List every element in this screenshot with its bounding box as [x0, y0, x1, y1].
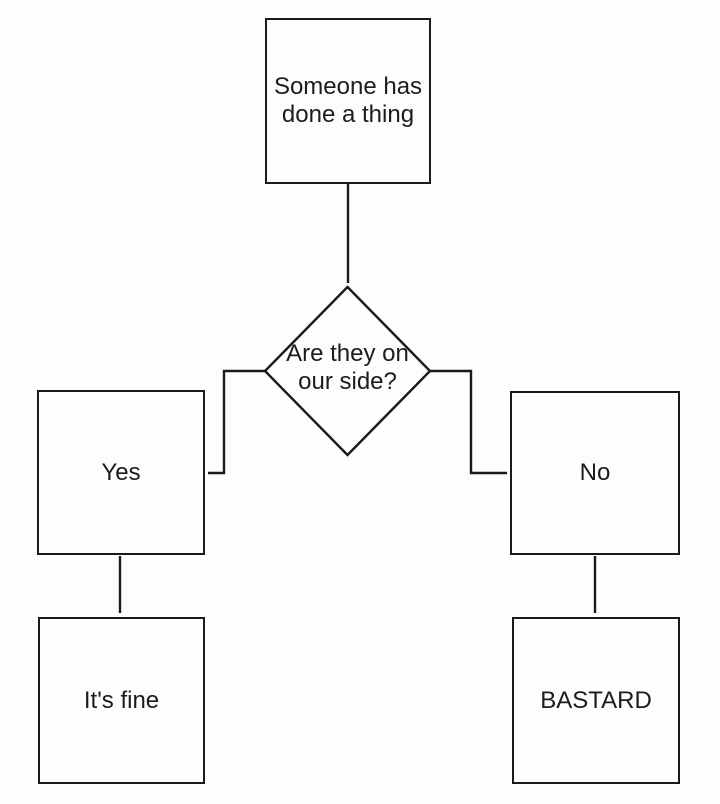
node-start: Someone has done a thing: [265, 18, 431, 184]
node-yes: Yes: [37, 390, 205, 555]
node-no-label: No: [579, 459, 611, 486]
decision-diamond-shape: [263, 285, 432, 457]
connector-decision-to-yes: [208, 369, 265, 475]
node-yes-label: Yes: [101, 458, 141, 486]
node-bastard-label: BASTARD: [540, 686, 652, 714]
node-bastard: BASTARD: [512, 617, 680, 784]
node-its-fine-label: It's fine: [83, 686, 160, 714]
connector-decision-to-no: [430, 369, 507, 475]
node-start-label: Someone has done a thing: [273, 73, 423, 128]
node-its-fine: It's fine: [38, 617, 205, 784]
node-decision-label: Are they on our side?: [286, 340, 409, 395]
node-no: No: [510, 391, 680, 555]
node-decision: Are they on our side?: [267, 330, 428, 406]
